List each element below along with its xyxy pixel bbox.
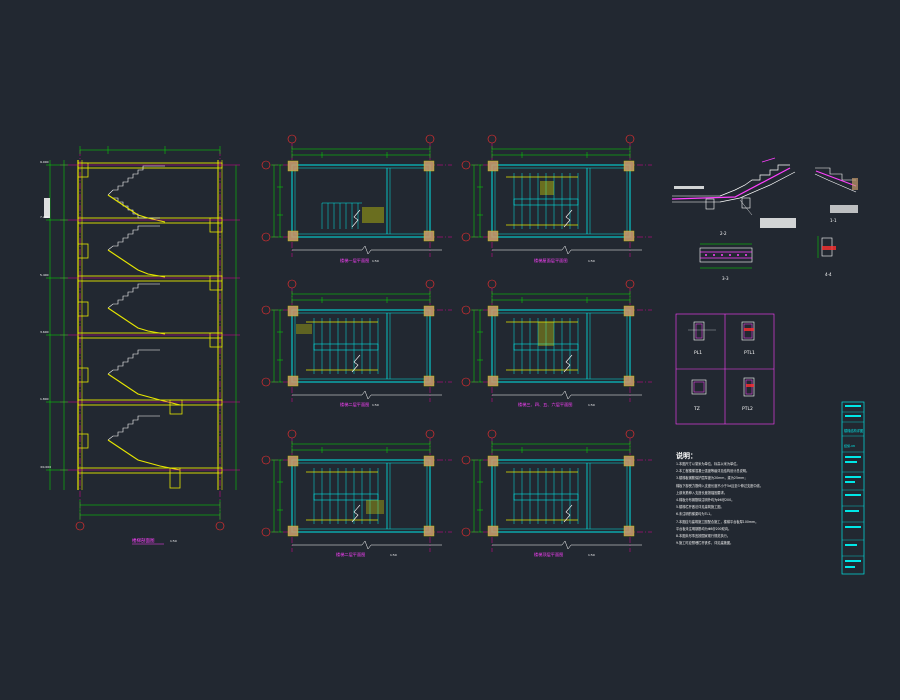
detail-label-3-3: 3-3 — [722, 276, 729, 281]
svg-text:±0.000: ±0.000 — [40, 465, 51, 469]
plan-5 — [261, 429, 453, 553]
detail-section-1-1: 1-1 — [814, 167, 858, 223]
plan-4-caption: 楼梯三、四、五、六层平面图 — [518, 401, 572, 408]
notes-line: 4.梯板分布钢筋除注明外均为Φ6@200。 — [676, 498, 735, 503]
notes-line: 梯板下部受力筋伸入支座长度不小于5d且至少伸过支座中线。 — [676, 483, 763, 488]
plan-5-caption: 楼梯二层平面图 — [336, 551, 365, 558]
column-label-ptl2: PTL2 — [742, 406, 753, 412]
detail-label-4-4: 4-4 — [825, 272, 832, 277]
plan-5-scale: 1:50 — [390, 553, 397, 557]
column-label-pl1: PL1 — [694, 350, 702, 356]
notes-heading: 说明： — [676, 452, 697, 460]
svg-text:1.800: 1.800 — [40, 397, 49, 401]
plan-2-caption: 楼梯屋面层平面图 — [534, 257, 568, 264]
plan-3 — [261, 279, 453, 403]
section-caption: 楼梯剖面图 — [132, 537, 155, 544]
plan-3-caption: 楼梯二层平面图 — [340, 401, 369, 408]
notes-line: 8.本图未尽事宜按国家现行规范执行。 — [676, 534, 731, 539]
plan-1 — [261, 134, 453, 258]
title-block-drawing-title: 楼梯结构详图 — [844, 428, 863, 433]
svg-text:9.000: 9.000 — [40, 160, 49, 164]
column-sections: PL1 PTL1 TZ PTL2 — [675, 313, 775, 425]
detail-label-1-1: 1-1 — [830, 218, 837, 223]
column-label-tz: TZ — [693, 406, 700, 412]
detail-section-3-3: 3-3 — [699, 243, 753, 281]
general-notes: 说明： 1.本图尺寸以毫米为单位，标高以米为单位。 2.本工程楼梯混凝土强度等级… — [676, 452, 826, 547]
detail-label-2-2: 2-2 — [720, 231, 727, 236]
plan-4-scale: 1:50 — [588, 403, 595, 407]
svg-text:5.400: 5.400 — [40, 273, 49, 277]
notes-line: 6.未注明的梯梁均为TL1。 — [676, 512, 714, 517]
svg-text:3.600: 3.600 — [40, 330, 49, 334]
plan-4 — [461, 279, 653, 403]
plan-6-scale: 1:50 — [588, 553, 595, 557]
title-block-drawing-number: 结施-08 — [844, 443, 855, 448]
plan-1-caption: 楼梯一层平面图 — [340, 257, 369, 264]
detail-section-4-4: 4-4 — [817, 236, 836, 277]
notes-line: 平台板未注明钢筋均为Φ8@200双向。 — [676, 526, 732, 531]
plan-6-caption: 楼梯顶层平面图 — [534, 551, 563, 558]
plan-2-scale: 1:50 — [588, 259, 595, 263]
notes-line: 上部负筋伸入支座长度按锚固要求。 — [676, 490, 727, 495]
plan-1-scale: 1:50 — [372, 259, 379, 263]
title-block: 楼梯结构详图 结施-08 — [841, 401, 865, 575]
notes-line: 9.施工时应预埋栏杆铁件，详见建施图。 — [676, 541, 734, 546]
notes-line: 1.本图尺寸以毫米为单位，标高以米为单位。 — [676, 462, 740, 466]
plan-3-scale: 1:50 — [372, 403, 379, 407]
column-label-ptl1: PTL1 — [744, 350, 755, 356]
detail-section-2-2: 2-2 — [671, 157, 796, 236]
plan-6 — [461, 429, 653, 553]
notes-line: 2.本工程楼梯混凝土强度等级详见结构设计总说明。 — [676, 469, 750, 474]
notes-line: 5.楼梯栏杆做法详见建筑施工图。 — [676, 505, 724, 510]
section-scale: 1:50 — [170, 539, 177, 543]
stair-section: 9.000 7.200 5.400 3.600 1.800 ±0.000 — [40, 146, 240, 545]
plan-2 — [461, 134, 653, 258]
notes-line: 7.本图应与建筑施工图配合施工，楼梯平台板厚100mm。 — [676, 519, 759, 524]
notes-line: 3.楼梯板钢筋保护层厚度为20mm，梁为25mm； — [676, 476, 748, 481]
